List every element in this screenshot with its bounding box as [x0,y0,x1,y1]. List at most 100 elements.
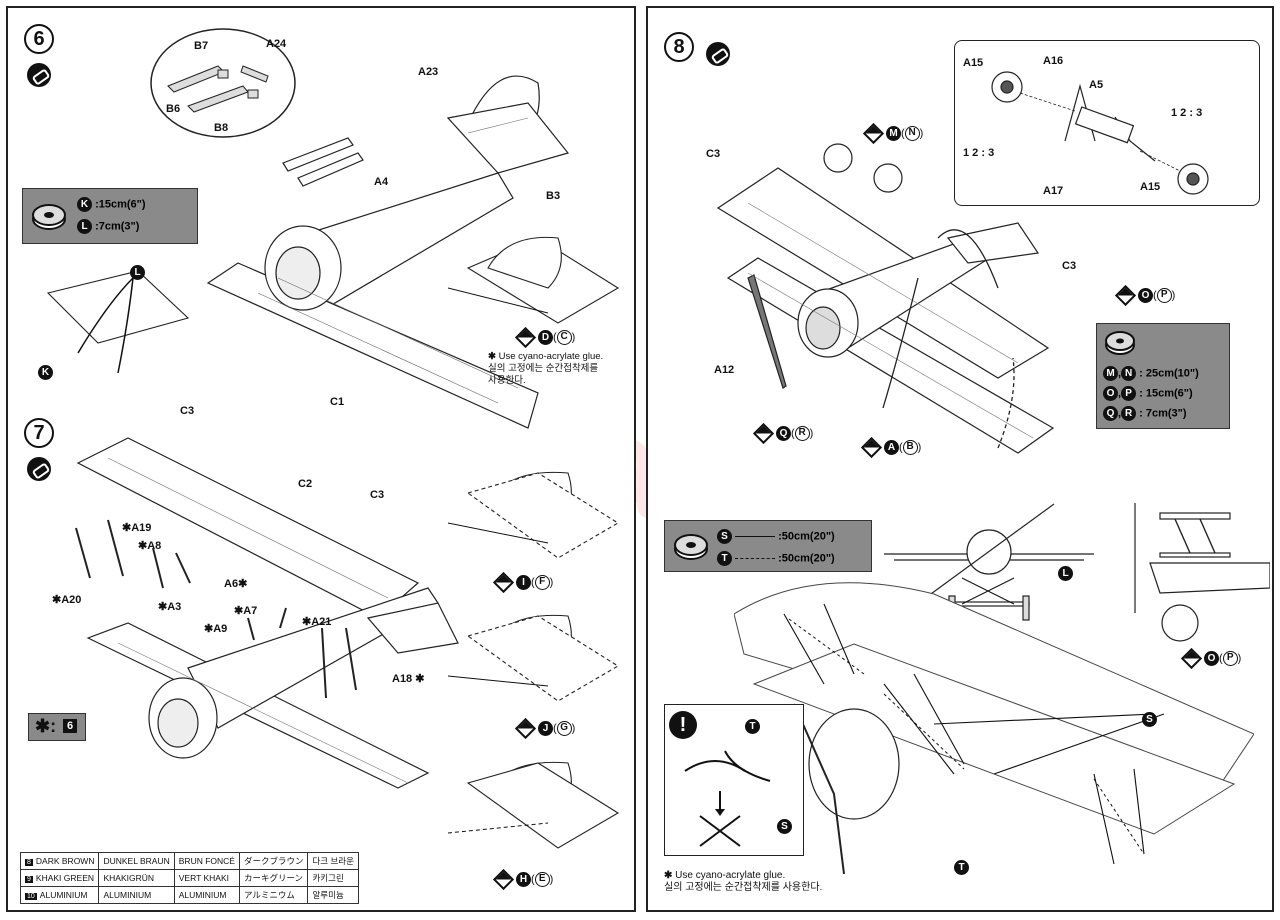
legend-fr: ALUMINIUM [173,886,240,904]
legend-jp: アルミニウム [238,886,309,904]
thread-length-box-step8: M,N : 25cm(10") O,P : 15cm(6") Q,R : 7cm… [1096,323,1230,429]
thread-row-S: S :50cm(20") [717,529,835,544]
rigging-detail-drawing [46,270,190,374]
caution-label-T: T [745,719,760,734]
part-A16: A16 [1043,55,1064,67]
rigging-diamond-icon [492,868,515,891]
glue-note-kr-1: 실의 고정에는 순간접착제를 [488,363,599,374]
part-A15-left: A15 [963,57,984,69]
part-B3: B3 [546,190,561,202]
step7-aircraft-drawing [75,437,459,789]
legend-fr: VERT KHAKI [173,869,240,887]
left-instruction-panel: 6 B7 A24 B6 B8 [6,6,636,912]
legend-de: ALUMINIUM [98,886,175,904]
thread-row-L: L :7cm(3") [77,219,139,234]
part-A6: A6✱ [224,578,248,590]
landing-gear-inset: A15 A16 A5 A17 A15 1 2 : 3 1 2 : 3 [954,40,1260,206]
callout-J-G: J(G) [514,717,575,740]
callout-C-badge: C [556,330,572,345]
callout-O-P-side: O(P) [1180,647,1241,670]
callout-A-B: A(B) [860,436,921,459]
right-instruction-panel: 8 A15 A16 A5 A17 A15 1 2 : 3 1 2 : 3 [646,6,1274,912]
legend-jp: カーキグリーン [238,869,309,887]
part-A8: ✱A8 [138,540,162,552]
rigging-diamond-icon [860,436,883,459]
step6-aircraft-drawing [206,75,570,429]
thread-spool-icon [1105,331,1135,355]
thread-row-T: T :50cm(20") [717,551,835,566]
callout-M-N: M(N) [862,122,923,145]
tail-rigging-detail-2 [448,471,620,559]
label-L-front: L [1058,566,1073,581]
legend-jp: ダークブラウン [238,852,309,870]
label-T: T [954,860,969,875]
callout-Q-R: Q(R) [752,422,813,445]
part-A3: ✱A3 [158,601,182,613]
paint-note-box: ✱: 6 [28,713,86,741]
glue-note-kr-2: 사용한다. [488,375,526,386]
part-A4: A4 [374,176,389,188]
rigging-diamond-icon [514,717,537,740]
part-B8: B8 [214,122,229,134]
legend-en-text: KHAKI GREEN [35,873,95,883]
glue-note-step8: ✱ Use cyano-acrylate glue. 실의 고정에는 순간접착제… [664,870,823,893]
legend-de: KHAKIGRÜN [98,869,175,887]
glue-icon [27,63,51,87]
part-A7: ✱A7 [234,605,258,617]
paint-numbers-left: 1 2 : 3 [963,147,995,159]
caution-label-S: S [777,819,792,834]
star-icon: ✱: [35,716,57,736]
part-A12: A12 [714,364,735,376]
rigging-perspective-drawing [734,582,1254,874]
legend-kr: 카키그린 [307,869,359,887]
step-7-number: 7 [24,418,54,448]
legend-fr: BRUN FONCÉ [173,852,240,870]
callout-I-F: I(F) [492,571,553,594]
thread-length-box-ST: S :50cm(20") T :50cm(20") [664,520,872,572]
thread-spool-icon [32,204,66,230]
part-C2: C2 [298,478,313,490]
legend-kr: 다크 브라운 [307,852,359,870]
thread-row-QR: Q,R : 7cm(3") [1103,406,1187,421]
thread-length-box: K :15cm(6") L :7cm(3") [22,188,198,244]
part-B6: B6 [166,103,181,115]
part-C1: C1 [330,396,345,408]
rigging-diamond-icon [514,326,537,349]
thread-crossing-detail [684,750,771,847]
rigging-diamond-icon [492,571,515,594]
paint-number-badge: 8 [25,859,33,866]
part-A17: A17 [1043,185,1064,197]
landing-gear-drawing [991,71,1209,195]
caution-icon: ! [669,711,697,739]
legend-de: DUNKEL BRAUN [98,852,175,870]
thread-L-badge: L [77,219,92,234]
paint-number-badge: 9 [25,876,33,883]
part-C3-right: C3 [1062,260,1077,272]
glue-note-step6: ✱ Use cyano-acrylate glue. 실의 고정에는 순간접착제… [488,351,604,386]
paint-number-badge: 6 [63,719,78,733]
rigging-diamond-icon [1114,284,1137,307]
legend-en-text: ALUMINIUM [39,890,88,900]
callout-O-P: O(P) [1114,284,1175,307]
part-A5: A5 [1089,79,1104,91]
thread-L-length: :7cm(3") [95,220,140,233]
thread-K-length: :15cm(6") [95,198,146,211]
gun-parts-inset [150,28,296,138]
thread-spool-icon [674,534,708,560]
caution-inset: ! T S [664,704,804,856]
thread-K-badge: K [77,197,92,212]
part-A9: ✱A9 [204,623,228,635]
step-6-number: 6 [24,24,54,54]
glue-note-en: Use cyano-acrylate glue. [498,351,604,362]
side-view-drawing [1134,503,1270,642]
part-C3-left: C3 [706,148,721,160]
part-A15-right: A15 [1140,181,1161,193]
tail-rigging-detail-4 [448,761,620,849]
tail-rigging-detail-1 [448,236,620,324]
label-S: S [1142,712,1157,727]
